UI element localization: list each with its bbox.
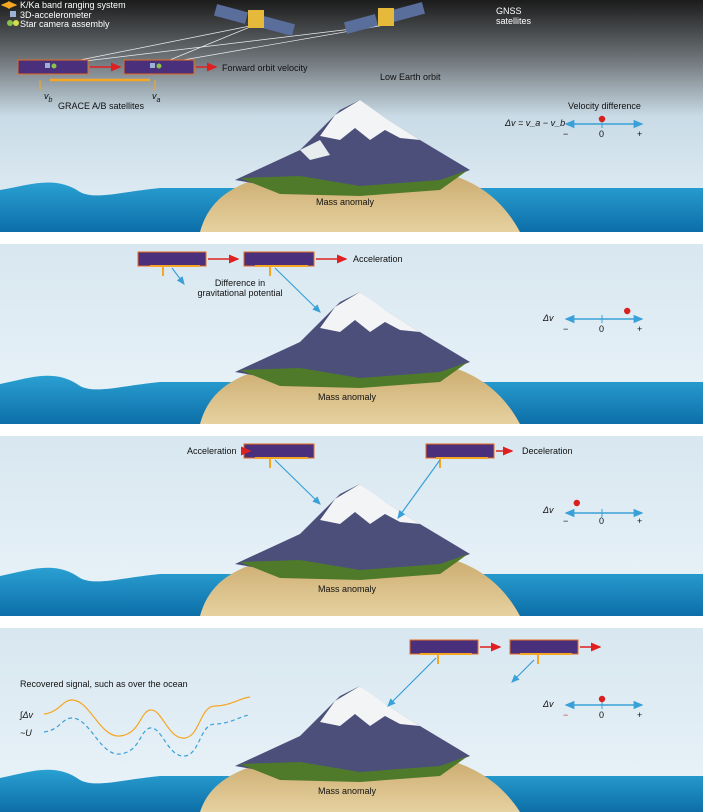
panel-3-straddle: Acceleration Deceleration Δv − 0 + Mass … [0, 436, 703, 616]
panel-4-recovered-signal: Recovered signal, such as over the ocean… [0, 628, 703, 812]
grace-satellite-a [509, 639, 579, 664]
mass-anomaly-label: Mass anomaly [318, 584, 377, 594]
grace-satellite-b [17, 59, 89, 75]
grace-satellite-a [243, 251, 315, 276]
dv-label: Δv [543, 505, 554, 515]
gnss-satellite-right [343, 2, 426, 34]
axis-minus: − [563, 129, 569, 139]
low-earth-orbit-label: Low Earth orbit [380, 72, 441, 82]
gravitational-potential-label: Difference in gravitational potential [197, 278, 283, 299]
panel-3-illustration [0, 436, 703, 616]
gravity-arrow-a [511, 659, 535, 683]
velocity-b-label: vb [44, 91, 53, 104]
axis-plus: + [637, 516, 643, 526]
potential-label: ~U [20, 728, 32, 738]
integral-label: ∫Δv [20, 710, 34, 720]
legend-ranging-label: K/Ka band ranging system [20, 0, 126, 10]
panel-1-illustration [0, 0, 703, 232]
gravity-arrow-a [397, 459, 441, 519]
grace-label: GRACE A/B satellites [58, 101, 145, 111]
axis-plus: + [637, 324, 643, 334]
equation-label: Δv = v_a − v_b [505, 118, 566, 128]
grace-satellite-b [243, 443, 315, 468]
accelerometer-legend-icon [10, 11, 16, 17]
gnss-label: GNSS satellites [496, 6, 532, 27]
integral-signal-curve [43, 696, 251, 739]
axis-plus: + [637, 129, 643, 139]
mass-anomaly-label: Mass anomaly [318, 786, 377, 796]
dv-marker [624, 307, 631, 315]
velocity-a-label: va [152, 91, 161, 104]
mass-anomaly-label: Mass anomaly [316, 197, 375, 207]
mass-anomaly-label: Mass anomaly [318, 392, 377, 402]
panel-2-illustration [0, 244, 703, 424]
gravity-arrow-b [171, 267, 185, 285]
axis-zero: 0 [599, 129, 605, 139]
potential-signal-curve [43, 714, 251, 757]
gravity-arrow-b [387, 657, 437, 707]
mountain [235, 100, 470, 196]
grace-satellite-b [137, 251, 207, 276]
panel-4-illustration [0, 628, 703, 812]
axis-minus: − [563, 710, 569, 720]
legend-accelerometer-label: 3D-accelerometer [20, 10, 92, 20]
gnss-satellite-left [213, 4, 296, 36]
grace-satellite-a [425, 443, 495, 468]
star-camera-legend-icon [7, 20, 13, 26]
axis-minus: − [563, 516, 569, 526]
panel-1-orbit-overview: K/Ka band ranging system 3D-acceleromete… [0, 0, 703, 232]
axis-zero: 0 [599, 324, 605, 334]
dv-label: Δv [543, 313, 554, 323]
dv-marker [598, 695, 606, 703]
velocity-axis [564, 307, 644, 324]
acceleration-label: Acceleration [187, 446, 237, 456]
gravity-arrow-a [274, 267, 321, 313]
velocity-axis [564, 499, 644, 518]
axis-zero: 0 [599, 710, 605, 720]
acceleration-label: Acceleration [353, 254, 403, 264]
grace-satellite-a [123, 59, 195, 75]
forward-velocity-label: Forward orbit velocity [222, 63, 308, 73]
velocity-axis [564, 695, 644, 710]
axis-minus: − [563, 324, 569, 334]
legend-star-camera-label: Star camera assembly [20, 19, 110, 29]
deceleration-label: Deceleration [522, 446, 573, 456]
gravity-arrow-b [274, 459, 321, 505]
axis-plus: + [637, 710, 643, 720]
panel-2-approach: Acceleration Difference in gravitational… [0, 244, 703, 424]
recovered-signal-label: Recovered signal, such as over the ocean [20, 679, 188, 689]
dv-marker [598, 115, 606, 123]
dv-marker [573, 499, 580, 507]
velocity-axis [564, 115, 644, 129]
grace-satellite-b [409, 639, 479, 664]
velocity-difference-label: Velocity difference [568, 101, 641, 111]
axis-zero: 0 [599, 516, 605, 526]
dv-label: Δv [543, 699, 554, 709]
